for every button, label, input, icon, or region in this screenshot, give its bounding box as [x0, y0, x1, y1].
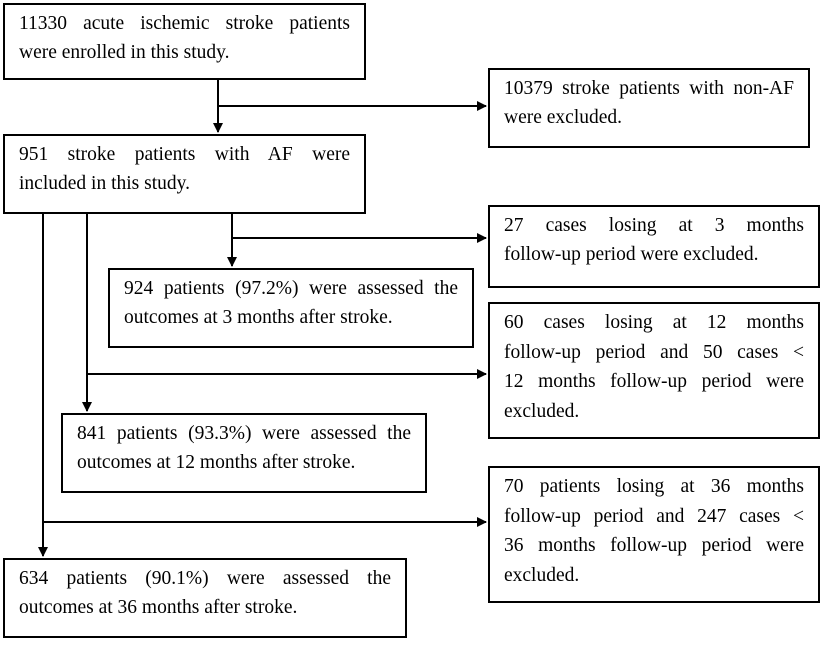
lost-36m-line-1: 70 patients losing at 36 months: [504, 476, 804, 497]
excluded-non-af-line-2: were excluded.: [504, 107, 623, 128]
assessed-36m-box: 634 patients (90.1%) were assessed the o…: [3, 558, 407, 638]
enrolled-line-2: were enrolled in this study.: [19, 42, 230, 63]
lost-3m-box: 27 cases losing at 3 months follow-up pe…: [488, 205, 820, 288]
enrolled-line-1: 11330 acute ischemic stroke patients: [19, 13, 350, 34]
assessed-3m-line-2: outcomes at 3 months after stroke.: [124, 307, 393, 328]
assessed-12m-line-2: outcomes at 12 months after stroke.: [77, 452, 356, 473]
excluded-non-af-line-1: 10379 stroke patients with non-AF: [504, 78, 794, 99]
assessed-12m-box: 841 patients (93.3%) were assessed the o…: [61, 413, 427, 493]
lost-12m-line-2: follow-up period and 50 cases <: [504, 341, 804, 363]
lost-12m-line-4: excluded.: [504, 400, 580, 422]
lost-36m-line-3: 36 months follow-up period were: [504, 535, 804, 556]
enrolled-box: 11330 acute ischemic stroke patients wer…: [3, 3, 366, 80]
included-af-line-2: included in this study.: [19, 173, 190, 194]
excluded-non-af-box: 10379 stroke patients with non-AF were e…: [488, 68, 810, 148]
lost-3m-line-2: follow-up period were excluded.: [504, 244, 759, 265]
included-af-box: 951 stroke patients with AF were include…: [3, 134, 366, 214]
lost-3m-line-1: 27 cases losing at 3 months: [504, 215, 804, 236]
assessed-12m-line-1: 841 patients (93.3%) were assessed the: [77, 423, 411, 444]
lost-12m-box: 60 cases losing at 12 months follow-up p…: [488, 302, 820, 439]
assessed-3m-line-1: 924 patients (97.2%) were assessed the: [124, 278, 458, 299]
assessed-36m-line-2: outcomes at 36 months after stroke.: [19, 597, 298, 618]
assessed-3m-box: 924 patients (97.2%) were assessed the o…: [108, 268, 474, 348]
lost-12m-line-3: 12 months follow-up period were: [504, 371, 804, 392]
lost-12m-line-1: 60 cases losing at 12 months: [504, 312, 804, 333]
included-af-line-1: 951 stroke patients with AF were: [19, 144, 350, 165]
lost-36m-line-2: follow-up period and 247 cases <: [504, 505, 804, 527]
lost-36m-box: 70 patients losing at 36 months follow-u…: [488, 466, 820, 603]
assessed-36m-line-1: 634 patients (90.1%) were assessed the: [19, 568, 391, 589]
lost-36m-line-4: excluded.: [504, 564, 580, 586]
